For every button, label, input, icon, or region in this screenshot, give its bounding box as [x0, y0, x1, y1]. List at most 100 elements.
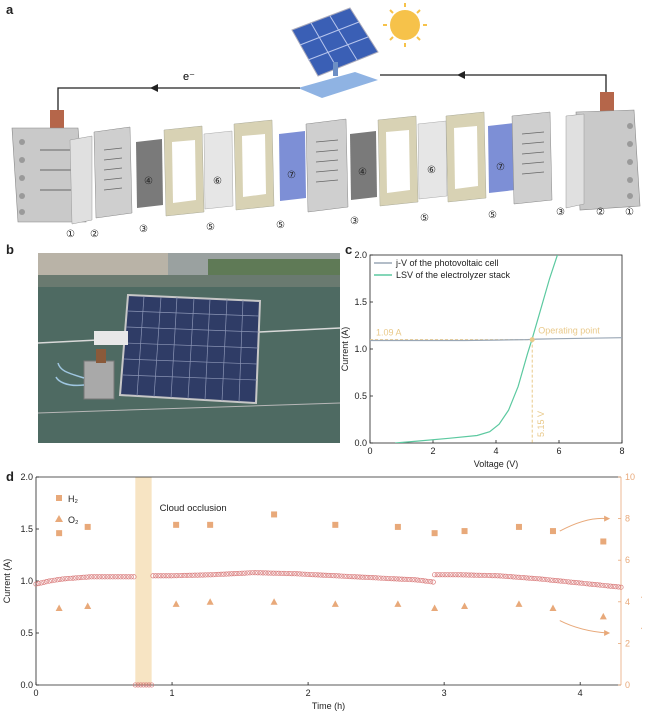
x-tick-label: 8	[619, 446, 624, 456]
current-point	[218, 571, 224, 577]
current-point	[281, 570, 287, 577]
current-point	[110, 574, 116, 580]
o2-point	[55, 604, 63, 612]
current-point	[255, 570, 261, 576]
current-point	[231, 571, 237, 577]
y2-tick-label: 8	[625, 514, 630, 524]
legend-o2-marker	[55, 515, 63, 522]
current-point	[380, 575, 387, 581]
current-point	[542, 576, 548, 583]
current-point	[589, 581, 595, 587]
sun-icon	[383, 3, 427, 47]
h2-point	[431, 530, 438, 537]
current-point	[184, 572, 190, 578]
y2-tick-label: 6	[625, 555, 630, 565]
legend-label-1: LSV of the electrolyzer stack	[396, 270, 511, 280]
current-point	[310, 572, 316, 578]
current-point	[502, 573, 509, 579]
series-line-0	[370, 337, 622, 342]
current-point	[537, 576, 543, 582]
bipolar-plate	[93, 126, 133, 219]
current-point	[552, 578, 558, 584]
gasket-frame-window	[242, 134, 266, 197]
current-point	[171, 573, 177, 579]
current-point	[118, 574, 124, 580]
current-point	[581, 580, 587, 587]
current-point	[202, 572, 208, 578]
y-tick-label: 0.5	[20, 628, 33, 638]
arrow-to-right-axis-upper	[559, 517, 608, 532]
current-point	[155, 573, 161, 579]
y2-tick-label: 10	[625, 472, 635, 482]
layer-label: ②	[596, 207, 605, 218]
current-point	[46, 578, 52, 584]
voltage-annotation: 5.15 V	[536, 411, 546, 437]
current-point	[249, 570, 256, 576]
plate-label-6a: ⑥	[213, 176, 222, 187]
current-point	[357, 574, 363, 580]
h2-point	[461, 528, 468, 535]
current-point	[143, 682, 149, 688]
current-point	[223, 571, 229, 577]
x-tick-label: 2	[306, 688, 311, 698]
current-point	[284, 570, 290, 577]
end-plate-right	[565, 92, 641, 211]
y-tick-label: 1.0	[20, 576, 33, 586]
y-axis-label: Current (A)	[2, 559, 12, 604]
current-point	[404, 576, 410, 583]
current-point	[239, 570, 245, 576]
panel-letter-a: a	[6, 2, 14, 17]
current-point	[460, 572, 467, 578]
current-point	[187, 572, 193, 578]
current-point	[135, 682, 141, 688]
current-point	[383, 575, 389, 581]
current-point	[297, 571, 303, 577]
current-point	[455, 572, 461, 578]
current-point	[375, 575, 381, 581]
current-point	[200, 572, 206, 578]
current-point	[192, 572, 198, 578]
current-point	[344, 573, 350, 579]
electron-arrow-left	[150, 84, 158, 92]
layer-label: ⑤	[488, 210, 497, 221]
current-point	[289, 571, 295, 577]
catalyst-layer-blue	[279, 131, 306, 201]
electrode-layer	[350, 131, 377, 200]
current-point	[205, 572, 211, 578]
y2-axis-label: Production rate (mL/min)	[641, 531, 642, 630]
current-point	[208, 572, 214, 578]
current-point	[605, 583, 611, 589]
current-point	[131, 574, 137, 580]
y-tick-label: 2.0	[354, 250, 367, 260]
current-point	[430, 579, 436, 585]
current-point	[132, 682, 138, 688]
plot-frame	[369, 254, 623, 444]
current-point	[81, 574, 87, 580]
current-point	[158, 573, 164, 579]
current-point	[302, 571, 308, 577]
current-point	[83, 574, 89, 580]
current-point	[359, 574, 366, 580]
current-point	[547, 577, 553, 583]
panel-letter-c: c	[345, 242, 353, 257]
y-tick-label: 1.5	[20, 524, 33, 534]
x-tick-label: 3	[442, 688, 447, 698]
x-tick-label: 0	[33, 688, 38, 698]
current-point	[568, 579, 574, 585]
current-point	[174, 573, 180, 579]
h2-point	[271, 511, 278, 518]
current-point	[407, 577, 413, 583]
current-point	[323, 572, 329, 578]
current-point	[555, 578, 561, 584]
current-point	[229, 571, 235, 577]
current-point	[476, 572, 482, 578]
membrane-layer	[417, 120, 448, 200]
current-point	[294, 571, 300, 577]
external-circuit-wire	[57, 74, 607, 112]
current-point	[539, 576, 545, 582]
current-point	[242, 570, 248, 576]
current-point	[550, 577, 556, 583]
current-point	[365, 574, 371, 581]
legend-label-0: j-V of the photovoltaic cell	[395, 258, 499, 268]
